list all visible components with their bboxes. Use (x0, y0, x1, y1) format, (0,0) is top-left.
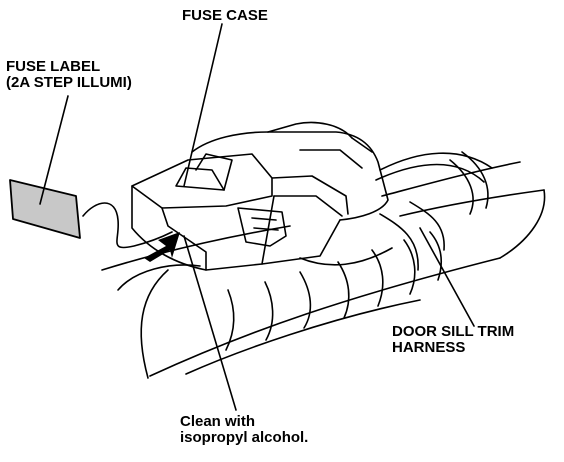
fuse-label-line1: FUSE LABEL (6, 58, 101, 75)
leader-fuse-label (39, 95, 69, 205)
fuse-wire (82, 202, 173, 249)
leader-clean (183, 235, 237, 411)
fuse-case-label: FUSE CASE (182, 8, 268, 24)
clean-instruction: Clean with isopropyl alcohol. (180, 414, 308, 446)
fuse-case-label-text: FUSE CASE (182, 7, 268, 24)
harness-callout: DOOR SILL TRIM HARNESS (392, 324, 514, 356)
leader-fuse-case (183, 23, 223, 187)
door-sill-trim-harness (101, 161, 546, 379)
leader-harness (419, 227, 475, 327)
fuse-label-line2: (2A STEP ILLUMI) (6, 74, 132, 91)
clean-arrow (144, 232, 180, 262)
clean-line1: Clean with (180, 413, 256, 430)
harness-line1: DOOR SILL TRIM (392, 323, 515, 340)
fuse-label-callout: FUSE LABEL (2A STEP ILLUMI) (6, 59, 132, 91)
fuse-label-sticker (9, 179, 81, 239)
clean-line2: isopropyl alcohol. (180, 429, 309, 446)
harness-line2: HARNESS (392, 339, 466, 356)
fuse-case (131, 121, 389, 271)
harness-wires (375, 151, 493, 215)
